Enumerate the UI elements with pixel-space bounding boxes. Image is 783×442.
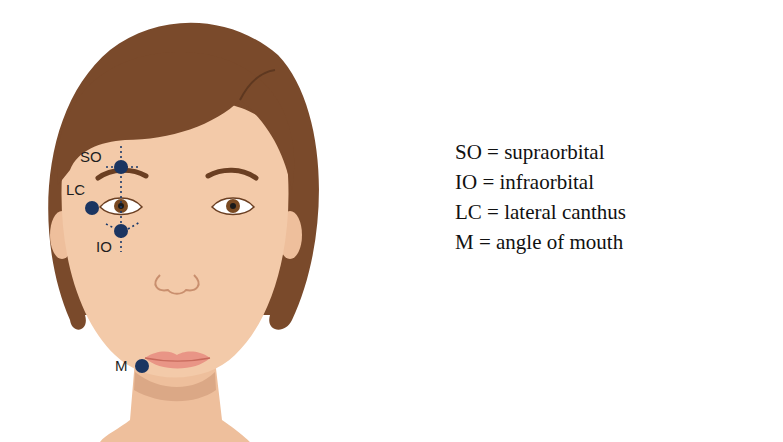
point-label: SO bbox=[80, 148, 102, 165]
key-line: M = angle of mouth bbox=[455, 230, 623, 255]
point-label: IO bbox=[96, 238, 112, 255]
key-line: IO = infraorbital bbox=[455, 170, 594, 195]
key-line: SO = supraorbital bbox=[455, 140, 605, 165]
key-line: LC = lateral canthus bbox=[455, 200, 626, 225]
point-label: LC bbox=[66, 181, 85, 198]
point-label: M bbox=[115, 357, 128, 374]
